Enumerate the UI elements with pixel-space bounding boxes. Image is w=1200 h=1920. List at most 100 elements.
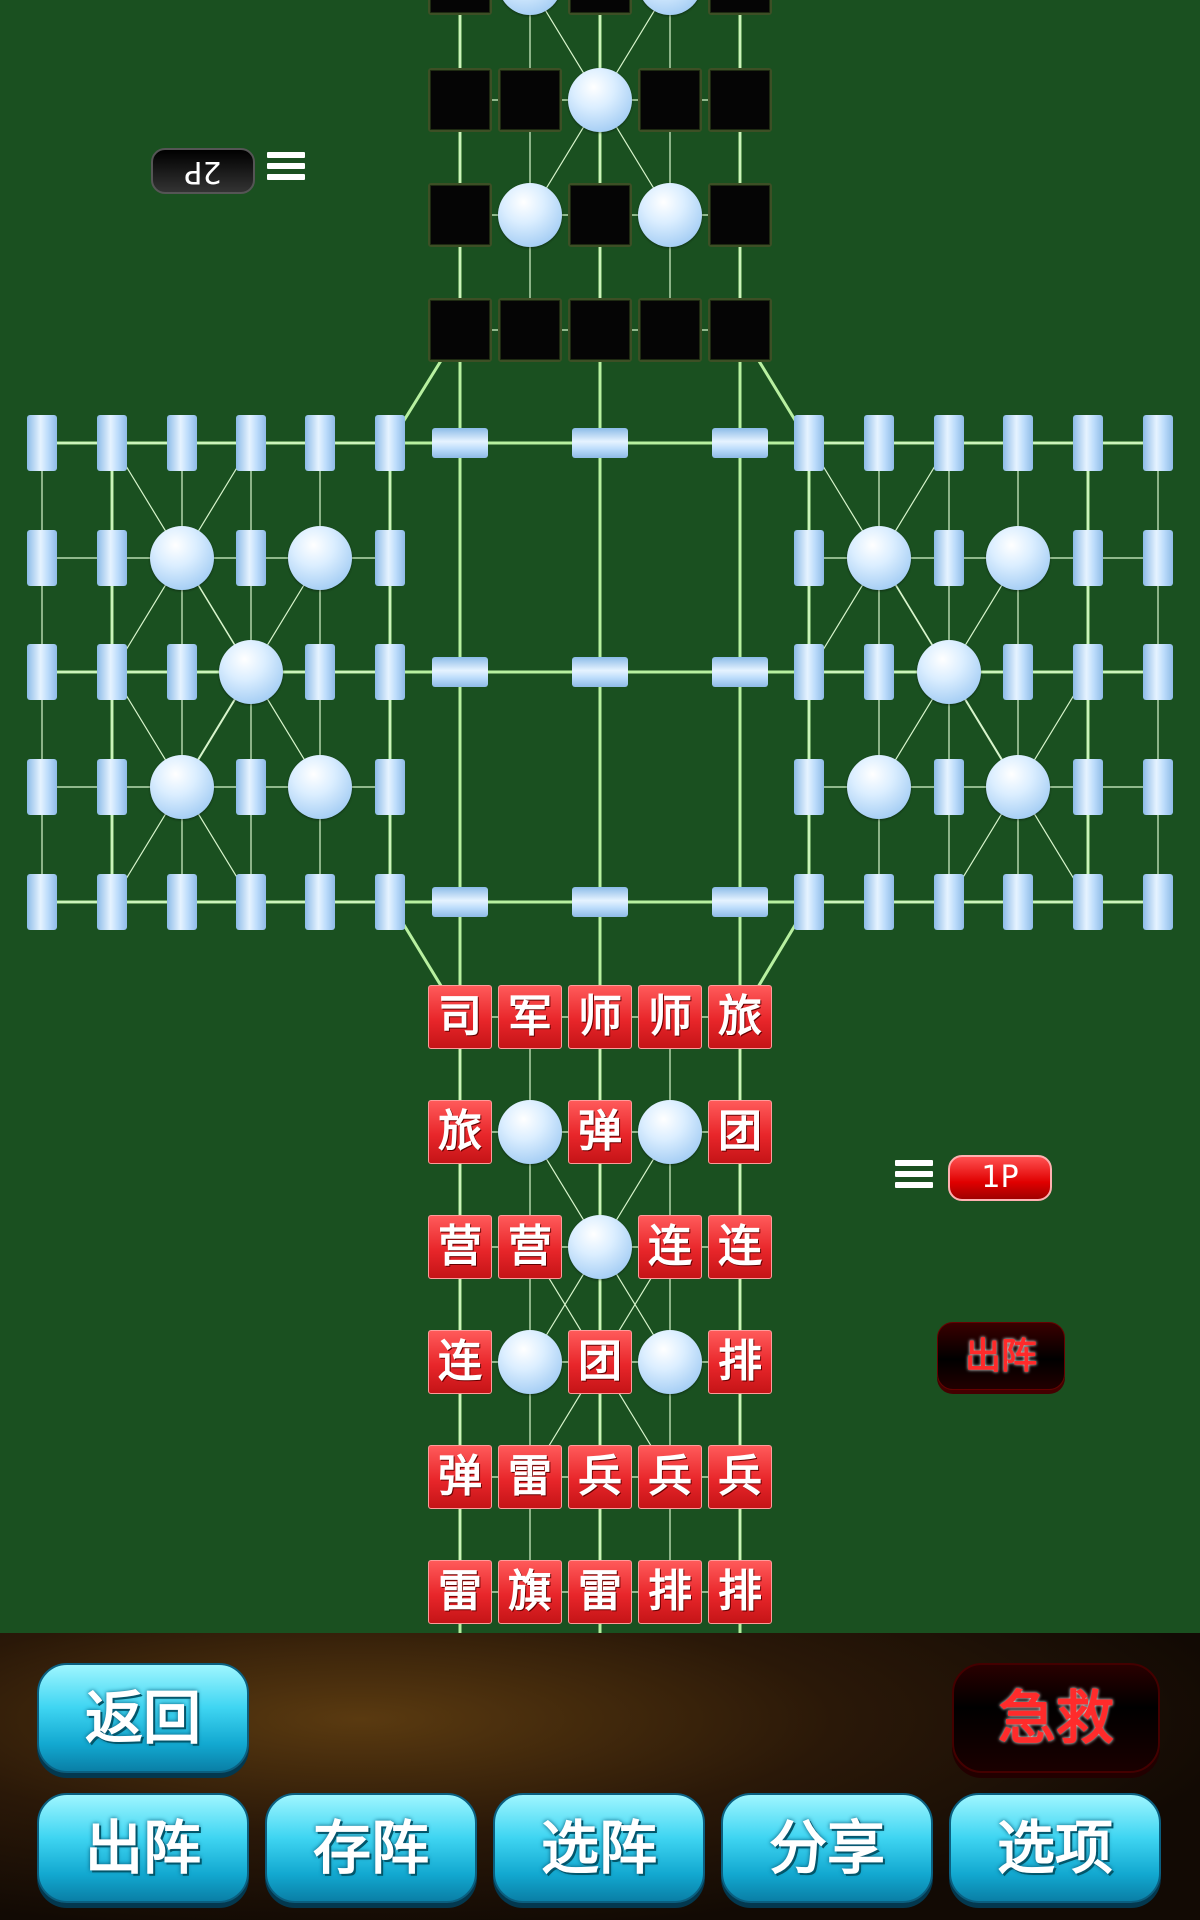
share-button[interactable]: 分享 — [721, 1793, 933, 1903]
station-cell[interactable] — [375, 644, 405, 700]
piece-1p[interactable]: 雷 — [428, 1560, 492, 1624]
center-station[interactable] — [572, 657, 628, 687]
station-cell[interactable] — [27, 415, 57, 471]
station-cell[interactable] — [864, 415, 894, 471]
station-cell[interactable] — [375, 874, 405, 930]
station-cell[interactable] — [1143, 644, 1173, 700]
station-cell[interactable] — [794, 530, 824, 586]
station-cell[interactable] — [375, 530, 405, 586]
piece-1p[interactable]: 旅 — [428, 1100, 492, 1164]
camp-cell[interactable] — [638, 1100, 702, 1164]
piece-1p[interactable]: 弹 — [428, 1445, 492, 1509]
station-cell[interactable] — [236, 874, 266, 930]
station-cell[interactable] — [1073, 530, 1103, 586]
piece-1p[interactable]: 旗 — [498, 1560, 562, 1624]
piece-1p[interactable]: 团 — [568, 1330, 632, 1394]
station-cell[interactable] — [167, 415, 197, 471]
camp-cell[interactable] — [288, 526, 352, 590]
station-cell[interactable] — [864, 644, 894, 700]
hidden-piece[interactable] — [498, 298, 562, 362]
station-cell[interactable] — [97, 530, 127, 586]
piece-1p[interactable]: 连 — [708, 1215, 772, 1279]
station-cell[interactable] — [1143, 874, 1173, 930]
camp-cell[interactable] — [150, 755, 214, 819]
camp-cell[interactable] — [638, 183, 702, 247]
rescue-button[interactable]: 急救 — [952, 1663, 1160, 1773]
station-cell[interactable] — [1073, 644, 1103, 700]
piece-1p[interactable]: 兵 — [708, 1445, 772, 1509]
station-cell[interactable] — [1143, 759, 1173, 815]
station-cell[interactable] — [1003, 415, 1033, 471]
camp-cell[interactable] — [568, 68, 632, 132]
piece-1p[interactable]: 雷 — [498, 1445, 562, 1509]
piece-1p[interactable]: 弹 — [568, 1100, 632, 1164]
station-cell[interactable] — [1003, 644, 1033, 700]
camp-cell[interactable] — [847, 755, 911, 819]
station-cell[interactable] — [1003, 874, 1033, 930]
camp-cell[interactable] — [986, 526, 1050, 590]
hidden-piece[interactable] — [498, 68, 562, 132]
hidden-piece[interactable] — [568, 183, 632, 247]
camp-cell[interactable] — [986, 755, 1050, 819]
piece-1p[interactable]: 旅 — [708, 985, 772, 1049]
station-cell[interactable] — [934, 874, 964, 930]
back-button[interactable]: 返回 — [37, 1663, 249, 1773]
camp-cell[interactable] — [498, 183, 562, 247]
station-cell[interactable] — [794, 415, 824, 471]
center-station[interactable] — [572, 428, 628, 458]
options-button[interactable]: 选项 — [949, 1793, 1161, 1903]
piece-1p[interactable]: 连 — [638, 1215, 702, 1279]
camp-cell[interactable] — [288, 755, 352, 819]
station-cell[interactable] — [305, 415, 335, 471]
camp-cell[interactable] — [847, 526, 911, 590]
deploy-small-button[interactable]: 出阵 — [937, 1322, 1065, 1390]
station-cell[interactable] — [97, 415, 127, 471]
hidden-piece[interactable] — [708, 298, 772, 362]
camp-cell[interactable] — [219, 640, 283, 704]
hidden-piece[interactable] — [568, 298, 632, 362]
piece-1p[interactable]: 兵 — [638, 1445, 702, 1509]
save-formation-button[interactable]: 存阵 — [265, 1793, 477, 1903]
station-cell[interactable] — [934, 415, 964, 471]
station-cell[interactable] — [864, 874, 894, 930]
piece-1p[interactable]: 连 — [428, 1330, 492, 1394]
station-cell[interactable] — [934, 530, 964, 586]
piece-1p[interactable]: 营 — [498, 1215, 562, 1279]
station-cell[interactable] — [97, 874, 127, 930]
station-cell[interactable] — [236, 759, 266, 815]
player2-menu-icon[interactable] — [267, 152, 305, 188]
deploy-button[interactable]: 出阵 — [37, 1793, 249, 1903]
center-station[interactable] — [572, 887, 628, 917]
hidden-piece[interactable] — [708, 183, 772, 247]
center-station[interactable] — [712, 887, 768, 917]
piece-1p[interactable]: 兵 — [568, 1445, 632, 1509]
hidden-piece[interactable] — [708, 68, 772, 132]
station-cell[interactable] — [27, 874, 57, 930]
hidden-piece[interactable] — [568, 0, 632, 15]
hidden-piece[interactable] — [638, 68, 702, 132]
station-cell[interactable] — [305, 644, 335, 700]
station-cell[interactable] — [1073, 759, 1103, 815]
center-station[interactable] — [712, 428, 768, 458]
station-cell[interactable] — [27, 530, 57, 586]
center-station[interactable] — [432, 887, 488, 917]
piece-1p[interactable]: 营 — [428, 1215, 492, 1279]
station-cell[interactable] — [375, 759, 405, 815]
station-cell[interactable] — [934, 759, 964, 815]
station-cell[interactable] — [794, 759, 824, 815]
piece-1p[interactable]: 师 — [568, 985, 632, 1049]
station-cell[interactable] — [1143, 530, 1173, 586]
hidden-piece[interactable] — [638, 298, 702, 362]
camp-cell[interactable] — [917, 640, 981, 704]
center-station[interactable] — [432, 657, 488, 687]
center-station[interactable] — [712, 657, 768, 687]
piece-1p[interactable]: 司 — [428, 985, 492, 1049]
station-cell[interactable] — [167, 874, 197, 930]
piece-1p[interactable]: 军 — [498, 985, 562, 1049]
camp-cell[interactable] — [498, 1330, 562, 1394]
station-cell[interactable] — [167, 644, 197, 700]
station-cell[interactable] — [794, 874, 824, 930]
station-cell[interactable] — [1143, 415, 1173, 471]
piece-1p[interactable]: 团 — [708, 1100, 772, 1164]
hidden-piece[interactable] — [428, 68, 492, 132]
